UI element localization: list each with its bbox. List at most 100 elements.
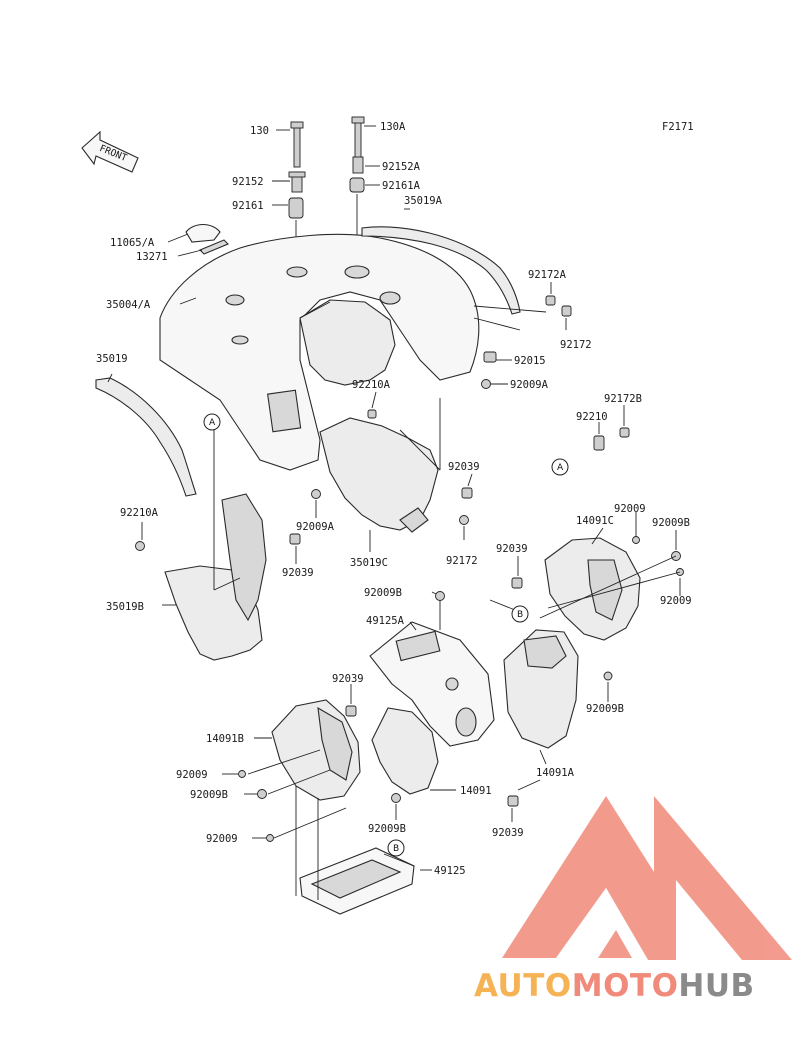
strip-13271 — [199, 239, 229, 255]
screw-92009B-d — [257, 789, 267, 799]
guard-14091A — [503, 629, 579, 749]
collar-92152 — [288, 171, 306, 193]
screw-92039-d — [345, 705, 357, 717]
part-label: 92172 — [446, 555, 478, 567]
clip-92015 — [483, 351, 497, 363]
part-label: 92152 — [232, 176, 264, 188]
guard-14091 — [371, 707, 439, 795]
part-label: 92210 — [576, 411, 608, 423]
screw-92039-a — [461, 487, 473, 499]
part-label: 92009 — [660, 595, 692, 607]
pad-11065A — [185, 223, 221, 243]
part-label: 14091A — [536, 767, 575, 779]
screw-92009-d — [266, 834, 274, 842]
flap-35019 — [95, 377, 197, 497]
part-label: 35019A — [404, 195, 443, 207]
part-label: 92009B — [652, 517, 690, 529]
screw-92009B-b — [435, 591, 445, 601]
bolt-130A — [351, 116, 365, 161]
leader-lines — [107, 125, 681, 900]
svg-text:A: A — [557, 463, 564, 473]
logo-text-auto: AUTO — [474, 968, 572, 1004]
nut-92172A — [545, 295, 556, 306]
logo-text-moto: MOTO — [572, 968, 679, 1004]
svg-text:AUTOMOTOHUB: AUTOMOTOHUB — [474, 968, 755, 1004]
screw-92039-e — [507, 795, 519, 807]
grommet-92161 — [288, 197, 304, 219]
part-label: 92009A — [296, 521, 335, 533]
bolt-92172 — [561, 305, 572, 317]
part-label: 92009A — [510, 379, 549, 391]
part-label: 92210A — [352, 379, 391, 391]
part-label: 13271 — [136, 251, 168, 263]
cover-49125A — [369, 621, 495, 747]
screw-92009B-e — [391, 793, 401, 803]
part-label: 49125A — [366, 615, 405, 627]
screw-92009B-c — [603, 671, 613, 681]
part-label: 92039 — [282, 567, 314, 579]
guard-14091C — [544, 537, 641, 641]
bolt-130 — [290, 121, 304, 168]
part-label: 92009 — [206, 833, 238, 845]
part-label: 14091C — [576, 515, 614, 527]
part-label: 11065/A — [110, 237, 155, 249]
svg-text:B: B — [393, 844, 399, 854]
part-label: 92009B — [586, 703, 624, 715]
ref-marker-a-left: A — [203, 413, 221, 431]
part-label: 14091B — [206, 733, 244, 745]
part-label: 92172A — [528, 269, 567, 281]
screw-92009-a — [632, 536, 640, 544]
part-label: 92009B — [368, 823, 406, 835]
part-label: 92009B — [190, 789, 228, 801]
collar-92210 — [593, 435, 605, 451]
part-label: 92015 — [514, 355, 546, 367]
part-label: 14091 — [460, 785, 492, 797]
svg-text:A: A — [209, 418, 216, 428]
part-label: 49125 — [434, 865, 466, 877]
bolt-92172-b — [459, 515, 469, 525]
part-label: 35019B — [106, 601, 144, 613]
nut-92172B — [619, 427, 630, 438]
collar-92152A — [352, 156, 364, 174]
screw-92009A — [481, 379, 491, 389]
screw-92039-b — [289, 533, 301, 545]
front-arrow: FRONT — [81, 130, 139, 173]
part-label: 92039 — [496, 543, 528, 555]
inner-fender-35019B — [164, 493, 267, 661]
ref-marker-b-lower: B — [387, 839, 405, 857]
screw-92009A-b — [311, 489, 321, 499]
part-label: 35019 — [96, 353, 128, 365]
part-label: 92039 — [332, 673, 364, 685]
part-label: 92009 — [176, 769, 208, 781]
logo-mark — [502, 796, 792, 960]
screw-92009-c — [238, 770, 246, 778]
part-label: 92161 — [232, 200, 264, 212]
collar-92210A — [135, 541, 145, 551]
part-label: 130A — [380, 121, 406, 133]
ref-marker-a-right: A — [551, 458, 569, 476]
part-label: 35004/A — [106, 299, 151, 311]
collar-92210A-top — [367, 409, 377, 419]
inner-fender-35019C — [319, 417, 439, 533]
figure-code: F2171 — [662, 121, 694, 133]
part-label: 92210A — [120, 507, 159, 519]
fender-35004A — [159, 233, 480, 471]
watermark-logo: AUTOMOTOHUB — [474, 796, 792, 1004]
part-label: 92009 — [614, 503, 646, 515]
guard-14091B — [271, 699, 361, 801]
part-label: 92039 — [448, 461, 480, 473]
flap-35019A — [361, 226, 521, 315]
part-label: 92172 — [560, 339, 592, 351]
ref-marker-b-upper: B — [511, 605, 529, 623]
part-labels: 130 130A 92152 92152A 92161 92161A 35019… — [96, 121, 692, 877]
part-label: 92009B — [364, 587, 402, 599]
part-label: 35019C — [350, 557, 388, 569]
part-label: 92152A — [382, 161, 421, 173]
part-label: 92039 — [492, 827, 524, 839]
svg-text:B: B — [517, 610, 523, 620]
logo-text-hub: HUB — [678, 968, 754, 1004]
plate-49125 — [299, 847, 415, 915]
part-label: 92161A — [382, 180, 421, 192]
part-label: 130 — [250, 125, 269, 137]
